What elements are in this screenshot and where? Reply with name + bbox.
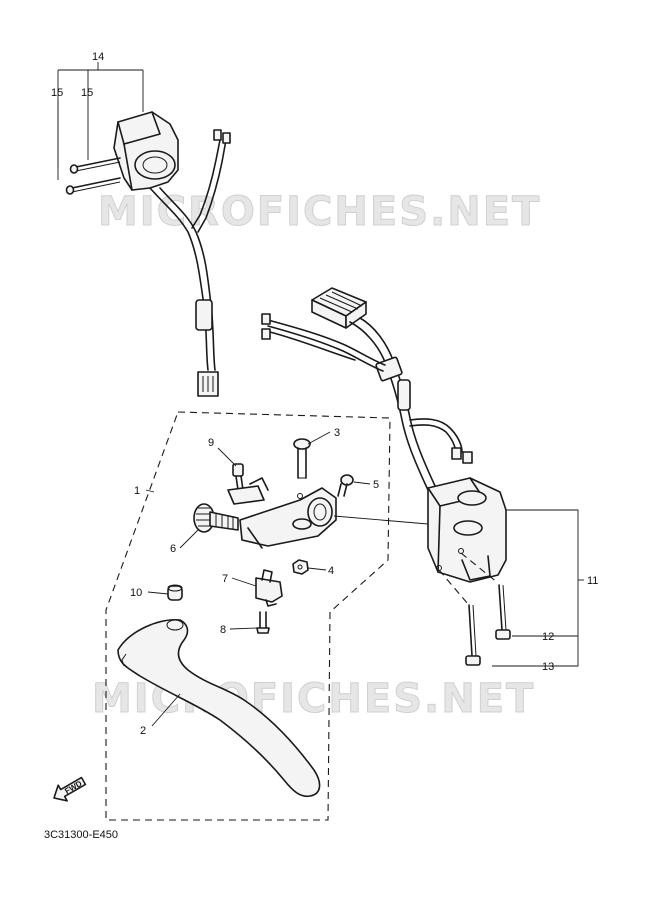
- lever-assembly-boundary: [105, 411, 391, 821]
- left-handlebar-switch: [113, 111, 179, 191]
- callout-1: 1: [134, 485, 140, 497]
- adjuster-6: [193, 503, 239, 533]
- callout-9: 9: [208, 437, 214, 449]
- right-switch-screws: [438, 552, 511, 666]
- callout-5: 5: [373, 479, 379, 491]
- left-switch-harness: [149, 129, 231, 397]
- callout-4: 4: [328, 565, 334, 577]
- switch-7: [255, 569, 283, 607]
- leaders: [57, 62, 584, 727]
- fwd-arrow-icon: FWD: [53, 776, 87, 802]
- watermark-top: MICROFICHES.NET: [98, 189, 541, 235]
- right-switch-harness: [261, 287, 473, 491]
- part-5-screw: [337, 474, 354, 497]
- lever-holder: [239, 487, 429, 549]
- callout-8: 8: [220, 624, 226, 636]
- nut-4: [292, 559, 309, 575]
- bolt-3: [293, 438, 311, 479]
- left-switch-screws: [65, 157, 121, 195]
- callout-10: 10: [130, 587, 142, 599]
- screw-8: [256, 611, 270, 634]
- callout-6: 6: [170, 543, 176, 555]
- callout-7: 7: [222, 573, 228, 585]
- callout-15-a: 15: [51, 87, 63, 99]
- clutch-lever-2: [117, 619, 321, 798]
- diagram-code: 3C31300-E450: [44, 829, 118, 841]
- callout-14: 14: [92, 51, 104, 63]
- bushing-10: [167, 584, 183, 601]
- callout-3: 3: [334, 427, 340, 439]
- callout-15-b: 15: [81, 87, 93, 99]
- right-handlebar-switch: [427, 477, 507, 583]
- callout-13: 13: [542, 661, 554, 673]
- callout-11: 11: [587, 575, 598, 587]
- callout-2: 2: [140, 725, 146, 737]
- part-9-screw: [227, 463, 269, 505]
- callout-12: 12: [542, 631, 554, 643]
